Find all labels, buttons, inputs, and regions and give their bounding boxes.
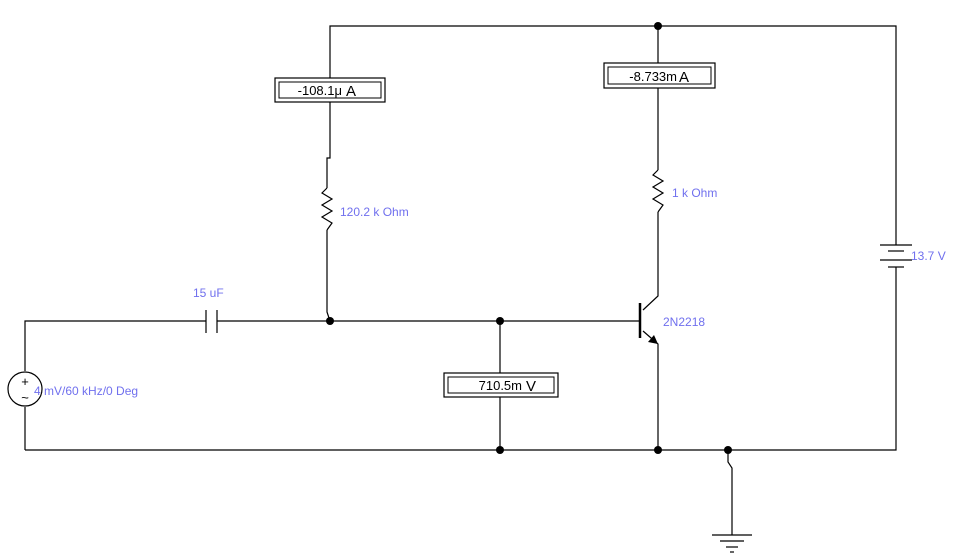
- voltmeter-base-unit: V: [526, 378, 536, 395]
- ammeter-collector-unit: A: [679, 69, 689, 86]
- wire-collector-path: [642, 26, 659, 311]
- ammeter-base-unit: A: [346, 83, 356, 100]
- emitter-arrow-icon: [648, 335, 658, 344]
- wire-top-rail: [329, 25, 897, 245]
- junctions: [326, 22, 732, 454]
- ammeter-base-value: -108.1μ: [298, 83, 342, 98]
- voltmeter-base[interactable]: 710.5m V: [443, 372, 559, 398]
- ground-icon: [712, 534, 752, 553]
- ac-source[interactable]: + ~: [7, 371, 43, 407]
- resistor-collector[interactable]: [651, 169, 665, 213]
- transistor[interactable]: [638, 303, 658, 344]
- sine-wave-icon: ~: [21, 390, 29, 405]
- transistor-label: 2N2218: [663, 315, 705, 329]
- resistor-collector-label: 1 k Ohm: [672, 186, 717, 200]
- junction-top: [654, 22, 662, 30]
- resistor-base[interactable]: [320, 187, 334, 231]
- junction-base-resistor: [326, 317, 334, 325]
- ammeter-collector-value: -8.733m: [629, 69, 677, 84]
- resistor-base-label: 120.2 k Ohm: [340, 205, 409, 219]
- ac-source-label: 4 mV/60 kHz/0 Deg: [34, 384, 138, 398]
- wire-battery-bottom: [25, 267, 897, 451]
- wires: [24, 25, 897, 535]
- capacitor[interactable]: [205, 310, 218, 333]
- junction-ground: [724, 446, 732, 454]
- battery-label: 13.7 V: [911, 249, 946, 263]
- wire-ground-drop: [727, 450, 733, 535]
- wire-emitter: [642, 330, 659, 450]
- battery[interactable]: [880, 244, 912, 268]
- wire-base-resistor: [326, 101, 331, 322]
- junction-voltmeter-bottom: [496, 446, 504, 454]
- junction-voltmeter-top: [496, 317, 504, 325]
- plus-icon: +: [21, 374, 29, 389]
- ammeter-base[interactable]: -108.1μ A: [274, 77, 386, 103]
- wire-source-top: [24, 320, 206, 371]
- capacitor-label: 15 uF: [193, 286, 224, 300]
- voltmeter-base-value: 710.5m: [479, 378, 522, 393]
- ammeter-collector[interactable]: -8.733m A: [603, 62, 716, 89]
- junction-emitter: [654, 446, 662, 454]
